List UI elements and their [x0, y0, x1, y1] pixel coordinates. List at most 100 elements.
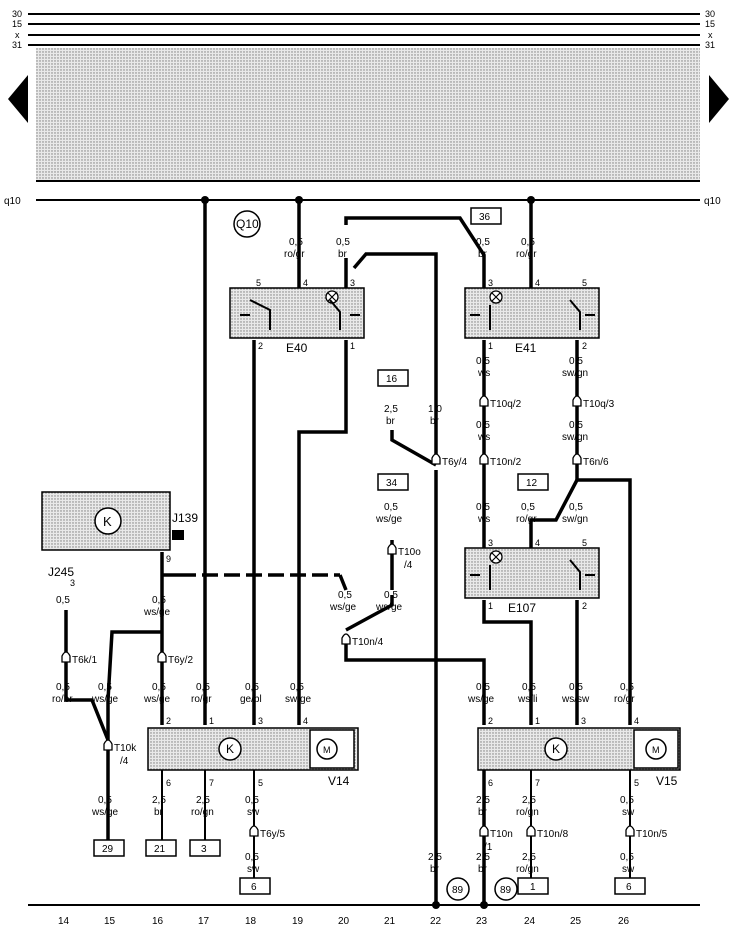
- connector-t10n1-sub: /1: [484, 842, 493, 853]
- junction-dot: [480, 901, 488, 909]
- connector-t10o: T10o: [398, 547, 421, 558]
- wire-color: ws: [477, 368, 490, 379]
- wire-color: ws: [477, 514, 490, 525]
- wire-gauge: 0,5: [290, 682, 304, 693]
- e107-pin-5: 5: [582, 538, 587, 548]
- wire-color: ws/ge: [329, 602, 357, 613]
- e40-label: E40: [286, 341, 308, 355]
- wire-color: ro/gr: [614, 694, 635, 705]
- wire-color: sw/gn: [562, 514, 588, 525]
- connector-icon: [572, 395, 582, 407]
- wire-color: br: [386, 416, 396, 427]
- connector-icon: [625, 825, 635, 837]
- wire-gauge: 2,5: [476, 795, 490, 806]
- e107-pin-2: 2: [582, 601, 587, 611]
- wire-gauge: 0,5: [98, 795, 112, 806]
- connector-t6y2: T6y/2: [168, 655, 193, 666]
- rail-15-right: 15: [705, 19, 715, 29]
- j245-label: J245: [48, 565, 74, 579]
- wire-color: ws: [477, 432, 490, 443]
- v14-pin-2: 2: [166, 716, 171, 726]
- wire-gauge: 0,5: [56, 682, 70, 693]
- column-number: 26: [618, 916, 630, 927]
- j139-label: J139: [172, 511, 198, 525]
- wire-color: br: [478, 864, 488, 875]
- k-icon: K: [103, 514, 112, 529]
- connector-icon: [479, 453, 489, 465]
- ref-3: 3: [201, 844, 207, 855]
- connector-glyphs: [61, 395, 635, 837]
- wire-gauge: 0,5: [384, 590, 398, 601]
- column-number: 25: [570, 916, 582, 927]
- wire-color: sw: [247, 864, 260, 875]
- connector-labels: T10q/2 T10q/3 T6y/4 T10n/2 T6n/6 T10o /4…: [72, 399, 668, 853]
- wire-gauge: 0,5: [245, 852, 259, 863]
- k-icon: K: [552, 742, 560, 756]
- wire-color: ro/gr: [191, 694, 212, 705]
- wire-gauge: 0,5: [152, 682, 166, 693]
- e40-pin-5: 5: [256, 278, 261, 288]
- wire-gauge: 2,5: [384, 404, 398, 415]
- wire-gauge: 0,5: [56, 595, 70, 606]
- ref-1: 1: [530, 882, 536, 893]
- wire-color: ws/ge: [375, 602, 403, 613]
- wire-color: sw: [622, 807, 635, 818]
- column-number: 14: [58, 916, 70, 927]
- connector-icon: [61, 651, 71, 663]
- column-numbers: 14 15 16 17 18 19 20 21 22 23 24 25 26: [58, 916, 630, 927]
- wire-gauge: 0,5: [336, 237, 350, 248]
- wire-color: sw: [622, 864, 635, 875]
- v15-pin-7: 7: [535, 778, 540, 788]
- column-number: 18: [245, 916, 257, 927]
- connector-t10q3: T10q/3: [583, 399, 615, 410]
- scroll-left-arrow-icon[interactable]: [8, 75, 28, 123]
- e107-label: E107: [508, 601, 536, 615]
- wire-color: sw/ge: [285, 694, 312, 705]
- column-number: 22: [430, 916, 442, 927]
- ref-21: 21: [154, 844, 166, 855]
- e41-label: E41: [515, 341, 537, 355]
- rail-x-right: x: [708, 30, 713, 40]
- wire-color: br: [430, 416, 440, 427]
- wire-gauge: 0,5: [569, 682, 583, 693]
- wire-gauge: 0,5: [620, 795, 634, 806]
- wire-color: br: [478, 807, 488, 818]
- v14-pin-3: 3: [258, 716, 263, 726]
- connector-icon: [157, 651, 167, 663]
- v14-pin-5: 5: [258, 778, 263, 788]
- connector-t10n8: T10n/8: [537, 829, 569, 840]
- wire-color: ro/gr: [284, 249, 305, 260]
- e107-pin-3: 3: [488, 538, 493, 548]
- connector-t10q2: T10q/2: [490, 399, 522, 410]
- switch-e107: E107 3 4 5 1 2: [464, 538, 600, 615]
- ground-89-circle: [446, 877, 470, 901]
- connector-t10n2: T10n/2: [490, 457, 522, 468]
- wire-gauge: 2,5: [522, 795, 536, 806]
- wire-color: br: [478, 249, 488, 260]
- v14-pin-7: 7: [209, 778, 214, 788]
- wire-gauge: 0,5: [569, 502, 583, 513]
- connector-t10k-sub: /4: [120, 756, 129, 767]
- connector-icon: [431, 453, 441, 465]
- scroll-right-arrow-icon[interactable]: [709, 75, 729, 123]
- connector-t6n6: T6n/6: [583, 457, 609, 468]
- e107-pin-4: 4: [535, 538, 540, 548]
- wire-color: ws/ge: [91, 807, 119, 818]
- wire-gauge: 0,5: [384, 502, 398, 513]
- wire-gauge: 0,5: [338, 590, 352, 601]
- wire-color: ws/ge: [375, 514, 403, 525]
- column-number: 24: [524, 916, 536, 927]
- ref-34: 34: [386, 478, 398, 489]
- wire-color: ge/bl: [240, 694, 262, 705]
- wire-color: sw/gn: [562, 432, 588, 443]
- column-number: 20: [338, 916, 350, 927]
- e41-pin-4: 4: [535, 278, 540, 288]
- connector-t10n1: T10n: [490, 829, 513, 840]
- rail-31-right: 31: [705, 40, 715, 50]
- wire-gauge: 0,5: [476, 682, 490, 693]
- wire-color: ro/gr: [516, 514, 537, 525]
- v15-pin-1: 1: [535, 716, 540, 726]
- wire-color: ws/ge: [143, 607, 171, 618]
- ref-36: 36: [479, 212, 491, 223]
- q10-ground-label: Q10: [236, 217, 259, 231]
